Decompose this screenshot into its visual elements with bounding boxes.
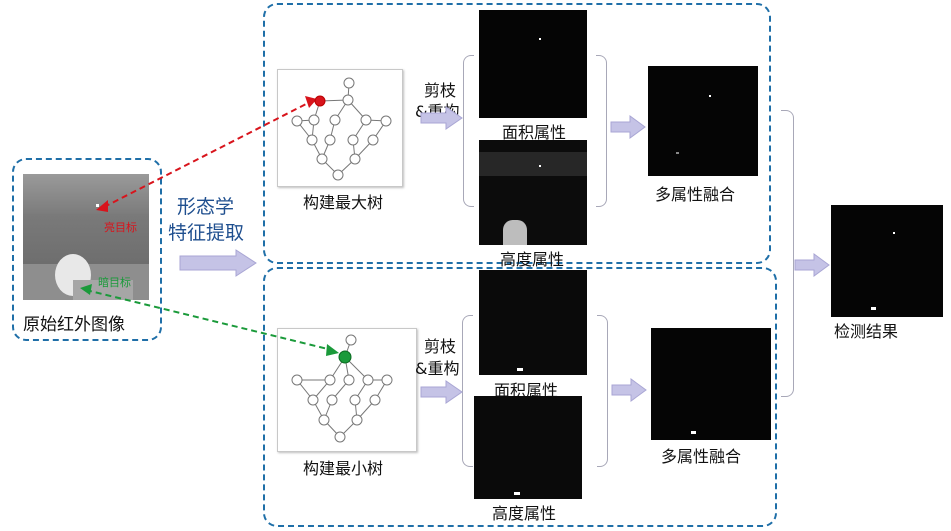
min-tree-graph (291, 334, 393, 443)
min-area-attribute-image (479, 270, 587, 375)
max-area-label: 面积属性 (502, 123, 567, 142)
arrow-max-prune (420, 106, 463, 130)
min-fusion-label: 多属性融合 (661, 447, 742, 466)
detection-result-label: 检测结果 (834, 322, 899, 341)
arrow-max-fusion (610, 115, 646, 139)
max-fusion-image (648, 66, 758, 176)
arrow-to-feature (179, 249, 257, 277)
min-height-label: 高度属性 (492, 504, 557, 523)
min-area-label: 面积属性 (494, 381, 559, 400)
max-height-label: 高度属性 (500, 250, 565, 269)
arrow-min-fusion (611, 378, 647, 402)
bottom-attribute-bracket-right (597, 315, 608, 467)
arrow-to-output (794, 253, 830, 277)
top-attribute-bracket-left (463, 55, 474, 207)
max-height-attribute-image (479, 140, 587, 245)
bright-target-label: 亮目标 (104, 221, 137, 234)
dark-target-label: 暗目标 (98, 276, 131, 289)
min-tree-label: 构建最小树 (303, 459, 384, 478)
max-tree-label: 构建最大树 (303, 193, 384, 212)
min-prune-label-2: &重构 (415, 359, 460, 378)
feature-step-line2: 特征提取 (168, 222, 245, 244)
original-infrared-image (23, 174, 149, 300)
min-tree-diagram (277, 328, 417, 452)
original-image-label: 原始红外图像 (23, 315, 125, 335)
top-attribute-bracket-right (596, 55, 607, 207)
min-height-attribute-image (474, 396, 582, 499)
max-fusion-label: 多属性融合 (655, 185, 736, 204)
max-tree-diagram (277, 69, 403, 187)
input-panel (12, 158, 162, 341)
bottom-attribute-bracket-left (462, 315, 473, 467)
max-tree-graph (291, 77, 392, 181)
min-fusion-image (651, 328, 771, 440)
max-tree-panel (263, 3, 771, 264)
fusion-bracket-right (781, 110, 794, 397)
min-prune-label-1: 剪枝 (424, 337, 457, 356)
max-prune-label-1: 剪枝 (424, 81, 457, 100)
bright-target-pointer (103, 101, 311, 208)
min-tree-panel (263, 267, 777, 527)
dark-target-pointer (85, 289, 333, 351)
detection-result-image (831, 205, 943, 317)
feature-step-line1: 形态学 (177, 196, 235, 218)
arrow-min-prune (420, 380, 463, 404)
max-area-attribute-image (479, 10, 587, 118)
